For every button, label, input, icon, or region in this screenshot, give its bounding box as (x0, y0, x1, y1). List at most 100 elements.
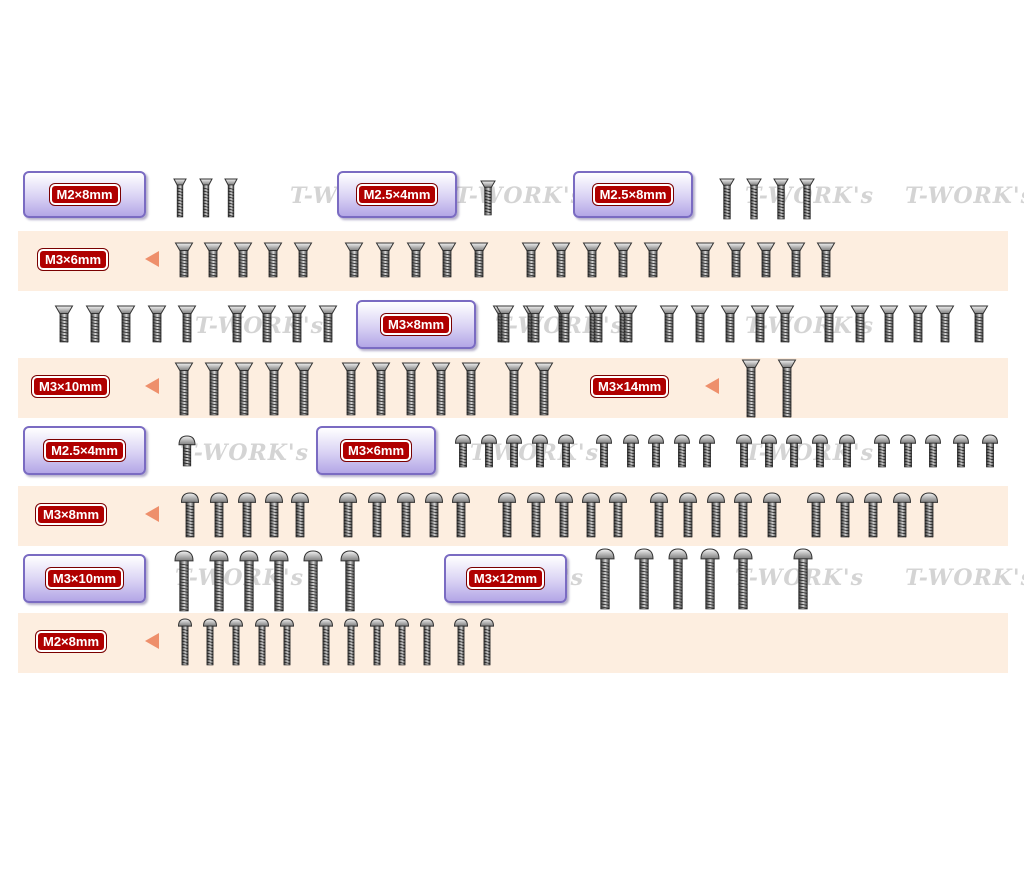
M2x8mm-button-head-screw (228, 618, 244, 666)
M3x8mm-flat-head-screw (690, 305, 710, 343)
M3x12mm-button-head-screw (700, 548, 720, 610)
M3x10mm-flat-head-screw (401, 362, 421, 416)
M3x6mm-button-head-screw (698, 434, 716, 468)
M3x14mm-flat-head-screw (741, 359, 761, 418)
size-label-m3x6mm: M3×6mm (40, 251, 106, 268)
arrow-icon (145, 506, 159, 522)
size-label-m3x8mm-button: M3×8mm (38, 506, 104, 523)
M3x10mm-flat-head-screw (431, 362, 451, 416)
M3x6mm-flat-head-screw (756, 242, 776, 278)
M3x6mm-flat-head-screw (643, 242, 663, 278)
M3x6mm-button-head-screw (952, 434, 970, 468)
M3x12mm-button-head-screw (733, 548, 753, 610)
arrow-icon (705, 378, 719, 394)
M3x8mm-flat-head-screw (147, 305, 167, 343)
size-label-m2x8mm: M2×8mm (23, 171, 146, 218)
M3x8mm-button-head-screw (733, 492, 753, 538)
M3x8mm-button-head-screw (863, 492, 883, 538)
size-label-text: M3×8mm (38, 506, 104, 523)
M3x8mm-flat-head-screw (54, 305, 74, 343)
M3x6mm-flat-head-screw (786, 242, 806, 278)
M2x8mm-button-head-screw (343, 618, 359, 666)
M3x6mm-flat-head-screw (203, 242, 223, 278)
size-label-m2.5x4mm-button: M2.5×4mm (23, 426, 146, 475)
M3x12mm-button-head-screw (793, 548, 813, 610)
M2.5x4mm-button-head-screw (178, 435, 196, 467)
M3x8mm-flat-head-screw (618, 305, 638, 343)
M3x10mm-button-head-screw (174, 550, 194, 612)
M3x8mm-flat-head-screw (227, 305, 247, 343)
M3x14mm-flat-head-screw (777, 359, 797, 418)
M3x6mm-button-head-screw (838, 434, 856, 468)
M3x6mm-button-head-screw (595, 434, 613, 468)
size-label-m2.5x8mm: M2.5×8mm (573, 171, 693, 218)
size-label-m3x6mm-button: M3×6mm (316, 426, 436, 475)
M3x6mm-button-head-screw (811, 434, 829, 468)
size-label-text: M2.5×4mm (358, 186, 436, 203)
M3x6mm-flat-head-screw (344, 242, 364, 278)
M3x8mm-button-head-screw (554, 492, 574, 538)
M3x8mm-flat-head-screw (659, 305, 679, 343)
M3x6mm-flat-head-screw (469, 242, 489, 278)
M3x6mm-button-head-screw (735, 434, 753, 468)
M3x8mm-button-head-screw (497, 492, 517, 538)
watermark: T-WORK's (905, 183, 1024, 209)
M3x8mm-button-head-screw (209, 492, 229, 538)
size-label-m3x8mm: M3×8mm (356, 300, 476, 349)
M3x6mm-flat-head-screw (613, 242, 633, 278)
M2.5x8mm-flat-head-screw (773, 178, 789, 220)
size-label-m2.5x4mm: M2.5×4mm (337, 171, 457, 218)
M3x8mm-flat-head-screw (775, 305, 795, 343)
M3x8mm-flat-head-screw (177, 305, 197, 343)
M2x8mm-flat-head-screw (173, 178, 187, 218)
M3x6mm-button-head-screw (454, 434, 472, 468)
M3x8mm-button-head-screw (892, 492, 912, 538)
M3x6mm-button-head-screw (531, 434, 549, 468)
M3x6mm-flat-head-screw (233, 242, 253, 278)
M3x10mm-flat-head-screw (461, 362, 481, 416)
size-label-text: M2.5×4mm (46, 442, 123, 459)
M3x6mm-button-head-screw (505, 434, 523, 468)
M2x8mm-button-head-screw (254, 618, 270, 666)
M3x8mm-button-head-screw (338, 492, 358, 538)
M3x10mm-button-head-screw (209, 550, 229, 612)
arrow-icon (145, 378, 159, 394)
M3x8mm-flat-head-screw (750, 305, 770, 343)
M2x8mm-button-head-screw (318, 618, 334, 666)
M3x8mm-button-head-screw (367, 492, 387, 538)
M3x6mm-button-head-screw (622, 434, 640, 468)
M3x6mm-flat-head-screw (551, 242, 571, 278)
M3x6mm-flat-head-screw (406, 242, 426, 278)
M2x8mm-flat-head-screw (199, 178, 213, 218)
M3x8mm-flat-head-screw (588, 305, 608, 343)
size-label-m3x14mm: M3×14mm (593, 378, 667, 395)
M3x6mm-flat-head-screw (726, 242, 746, 278)
M3x10mm-flat-head-screw (341, 362, 361, 416)
M3x8mm-button-head-screw (396, 492, 416, 538)
M3x6mm-button-head-screw (557, 434, 575, 468)
M3x6mm-button-head-screw (480, 434, 498, 468)
M3x6mm-flat-head-screw (174, 242, 194, 278)
M3x8mm-button-head-screw (526, 492, 546, 538)
M3x8mm-button-head-screw (835, 492, 855, 538)
M2x8mm-button-head-screw (419, 618, 435, 666)
M3x8mm-button-head-screw (649, 492, 669, 538)
M3x8mm-button-head-screw (706, 492, 726, 538)
M3x8mm-flat-head-screw (819, 305, 839, 343)
M2.5x8mm-flat-head-screw (799, 178, 815, 220)
M3x12mm-button-head-screw (668, 548, 688, 610)
M3x6mm-button-head-screw (981, 434, 999, 468)
M3x10mm-button-head-screw (340, 550, 360, 612)
M3x10mm-flat-head-screw (294, 362, 314, 416)
M3x8mm-flat-head-screw (85, 305, 105, 343)
size-label-text: M2.5×8mm (594, 186, 672, 203)
arrow-icon (145, 633, 159, 649)
size-label-text: M3×12mm (468, 570, 543, 587)
M3x8mm-button-head-screw (237, 492, 257, 538)
M3x8mm-button-head-screw (919, 492, 939, 538)
size-label-text: M3×10mm (47, 570, 122, 587)
M3x10mm-flat-head-screw (234, 362, 254, 416)
size-label-text: M3×8mm (383, 316, 449, 333)
M3x10mm-button-head-screw (303, 550, 323, 612)
